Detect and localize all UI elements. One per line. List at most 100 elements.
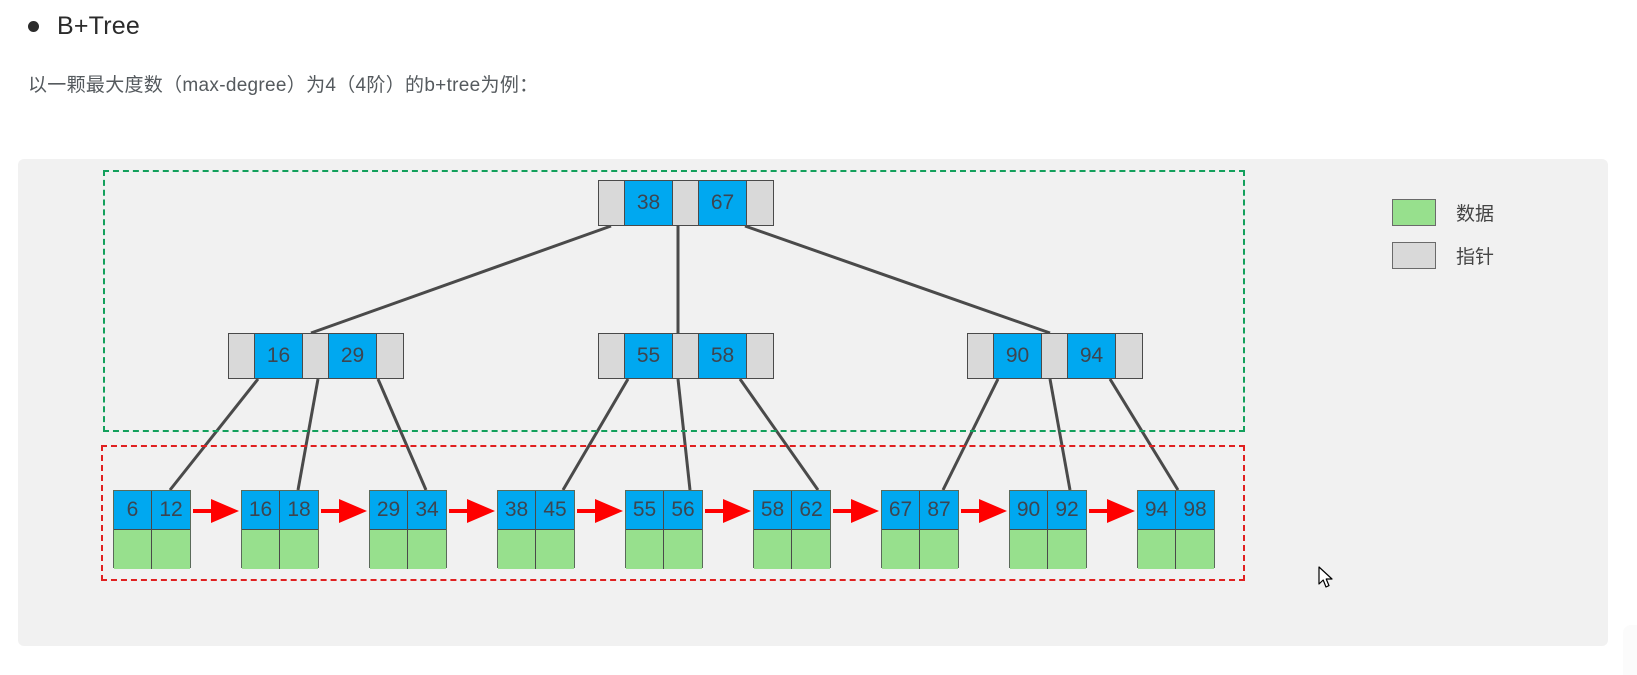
pointer-cell — [673, 181, 699, 225]
leaf-key-row: 94 98 — [1138, 491, 1214, 530]
key-cell: 45 — [536, 491, 574, 530]
key-cell: 38 — [625, 181, 673, 225]
leaf-data-row — [1010, 530, 1086, 569]
leaf-node-1[interactable]: 16 18 — [241, 490, 319, 569]
key-cell: 58 — [754, 491, 792, 530]
leaf-data-row — [242, 530, 318, 569]
key-cell: 18 — [280, 491, 318, 530]
leaf-data-row — [626, 530, 702, 569]
tree-node-internal-0[interactable]: 16 29 — [228, 333, 404, 379]
leaf-node-6[interactable]: 67 87 — [881, 490, 959, 569]
leaf-region-box — [101, 445, 1245, 581]
leaf-data-row — [498, 530, 574, 569]
leaf-key-row: 55 56 — [626, 491, 702, 530]
data-cell — [1048, 530, 1086, 569]
pointer-cell — [303, 334, 329, 378]
tree-node-internal-1[interactable]: 55 58 — [598, 333, 774, 379]
figure-panel: 38 67 16 29 55 58 90 94 — [18, 159, 1608, 646]
heading-row: B+Tree — [28, 12, 140, 41]
legend-item-data: 数据 — [1392, 199, 1494, 226]
key-cell: 55 — [625, 334, 673, 378]
key-cell: 62 — [792, 491, 830, 530]
data-cell — [1138, 530, 1176, 569]
pointer-cell — [747, 334, 773, 378]
key-cell: 56 — [664, 491, 702, 530]
data-cell — [1176, 530, 1214, 569]
key-cell: 16 — [242, 491, 280, 530]
legend-label: 指针 — [1456, 247, 1495, 268]
key-cell: 34 — [408, 491, 446, 530]
tree-node-root[interactable]: 38 67 — [598, 180, 774, 226]
leaf-data-row — [754, 530, 830, 569]
leaf-data-row — [882, 530, 958, 569]
index-region-box — [103, 170, 1245, 432]
data-cell — [1010, 530, 1048, 569]
pointer-cell — [747, 181, 773, 225]
pointer-cell — [1116, 334, 1142, 378]
pointer-cell — [599, 181, 625, 225]
key-cell: 38 — [498, 491, 536, 530]
leaf-node-3[interactable]: 38 45 — [497, 490, 575, 569]
key-cell: 29 — [329, 334, 377, 378]
data-cell — [152, 530, 190, 569]
leaf-node-5[interactable]: 58 62 — [753, 490, 831, 569]
pointer-cell — [968, 334, 994, 378]
legend-swatch-pointer-icon — [1392, 242, 1436, 269]
pointer-cell — [599, 334, 625, 378]
key-cell: 67 — [699, 181, 747, 225]
data-cell — [242, 530, 280, 569]
key-cell: 87 — [920, 491, 958, 530]
data-cell — [920, 530, 958, 569]
leaf-data-row — [1138, 530, 1214, 569]
leaf-data-row — [370, 530, 446, 569]
key-cell: 98 — [1176, 491, 1214, 530]
tree-node-internal-2[interactable]: 90 94 — [967, 333, 1143, 379]
legend: 数据 指针 — [1392, 199, 1494, 285]
legend-swatch-data-icon — [1392, 199, 1436, 226]
data-cell — [664, 530, 702, 569]
leaf-node-2[interactable]: 29 34 — [369, 490, 447, 569]
key-cell: 16 — [255, 334, 303, 378]
data-cell — [626, 530, 664, 569]
page-title: B+Tree — [57, 12, 140, 40]
leaf-key-row: 29 34 — [370, 491, 446, 530]
leaf-node-7[interactable]: 90 92 — [1009, 490, 1087, 569]
key-cell: 94 — [1138, 491, 1176, 530]
key-cell: 58 — [699, 334, 747, 378]
legend-item-pointer: 指针 — [1392, 242, 1494, 269]
pointer-cell — [377, 334, 403, 378]
data-cell — [498, 530, 536, 569]
key-cell: 94 — [1068, 334, 1116, 378]
key-cell: 29 — [370, 491, 408, 530]
leaf-key-row: 38 45 — [498, 491, 574, 530]
leaf-key-row: 67 87 — [882, 491, 958, 530]
pointer-cell — [1042, 334, 1068, 378]
key-cell: 55 — [626, 491, 664, 530]
data-cell — [754, 530, 792, 569]
leaf-key-row: 90 92 — [1010, 491, 1086, 530]
key-cell: 12 — [152, 491, 190, 530]
leaf-node-0[interactable]: 6 12 — [113, 490, 191, 569]
leaf-node-4[interactable]: 55 56 — [625, 490, 703, 569]
data-cell — [882, 530, 920, 569]
btree-diagram: 38 67 16 29 55 58 90 94 — [18, 159, 1608, 646]
key-cell: 67 — [882, 491, 920, 530]
leaf-key-row: 16 18 — [242, 491, 318, 530]
leaf-data-row — [114, 530, 190, 569]
data-cell — [536, 530, 574, 569]
data-cell — [114, 530, 152, 569]
scrollbar-corner[interactable] — [1623, 625, 1637, 675]
key-cell: 6 — [114, 491, 152, 530]
key-cell: 90 — [1010, 491, 1048, 530]
pointer-cell — [229, 334, 255, 378]
legend-label: 数据 — [1456, 204, 1495, 225]
bullet-icon — [28, 21, 39, 32]
data-cell — [370, 530, 408, 569]
leaf-key-row: 6 12 — [114, 491, 190, 530]
pointer-cell — [673, 334, 699, 378]
leaf-node-8[interactable]: 94 98 — [1137, 490, 1215, 569]
data-cell — [408, 530, 446, 569]
data-cell — [280, 530, 318, 569]
subtitle-text: 以一颗最大度数（max-degree）为4（4阶）的b+tree为例： — [28, 75, 539, 96]
data-cell — [792, 530, 830, 569]
